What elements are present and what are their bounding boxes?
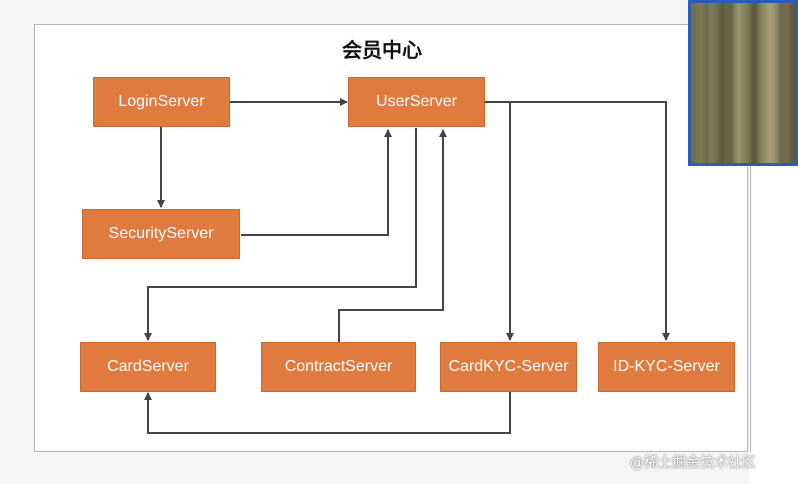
edge-user-to-cardkyc bbox=[485, 101, 514, 341]
node-card-server: CardServer bbox=[80, 342, 216, 392]
node-login-server-label: LoginServer bbox=[118, 93, 205, 110]
node-card-server-label: CardServer bbox=[107, 358, 189, 375]
edge-cardkyc-to-card bbox=[144, 391, 511, 434]
node-user-server-label: UserServer bbox=[376, 93, 457, 110]
node-user-server: UserServer bbox=[348, 77, 485, 127]
watermark: @稀土掘金技术社区 bbox=[630, 455, 756, 471]
node-security-server: SecurityServer bbox=[82, 209, 240, 259]
node-idkyc-server: ID-KYC-Server bbox=[598, 342, 735, 392]
edge-user-to-idkyc bbox=[485, 101, 670, 341]
curtain-fold bbox=[725, 3, 737, 163]
node-security-server-label: SecurityServer bbox=[108, 225, 214, 242]
frame-right-edge bbox=[750, 166, 751, 452]
webcam-overlay bbox=[688, 0, 798, 166]
edge-user-to-card bbox=[144, 128, 417, 341]
curtain-fold bbox=[749, 3, 761, 163]
edge-contract-to-user bbox=[338, 129, 447, 342]
node-idkyc-server-label: ID-KYC-Server bbox=[613, 358, 720, 375]
node-cardkyc-server-label: CardKYC-Server bbox=[448, 358, 569, 375]
diagram-title: 会员中心 bbox=[342, 38, 422, 62]
edge-security-to-user bbox=[241, 129, 392, 236]
node-login-server: LoginServer bbox=[93, 77, 230, 127]
node-contract-server-label: ContractServer bbox=[284, 358, 393, 375]
curtain-fold bbox=[775, 3, 787, 163]
curtain-fold bbox=[701, 3, 713, 163]
node-cardkyc-server: CardKYC-Server bbox=[440, 342, 577, 392]
node-contract-server: ContractServer bbox=[261, 342, 416, 392]
